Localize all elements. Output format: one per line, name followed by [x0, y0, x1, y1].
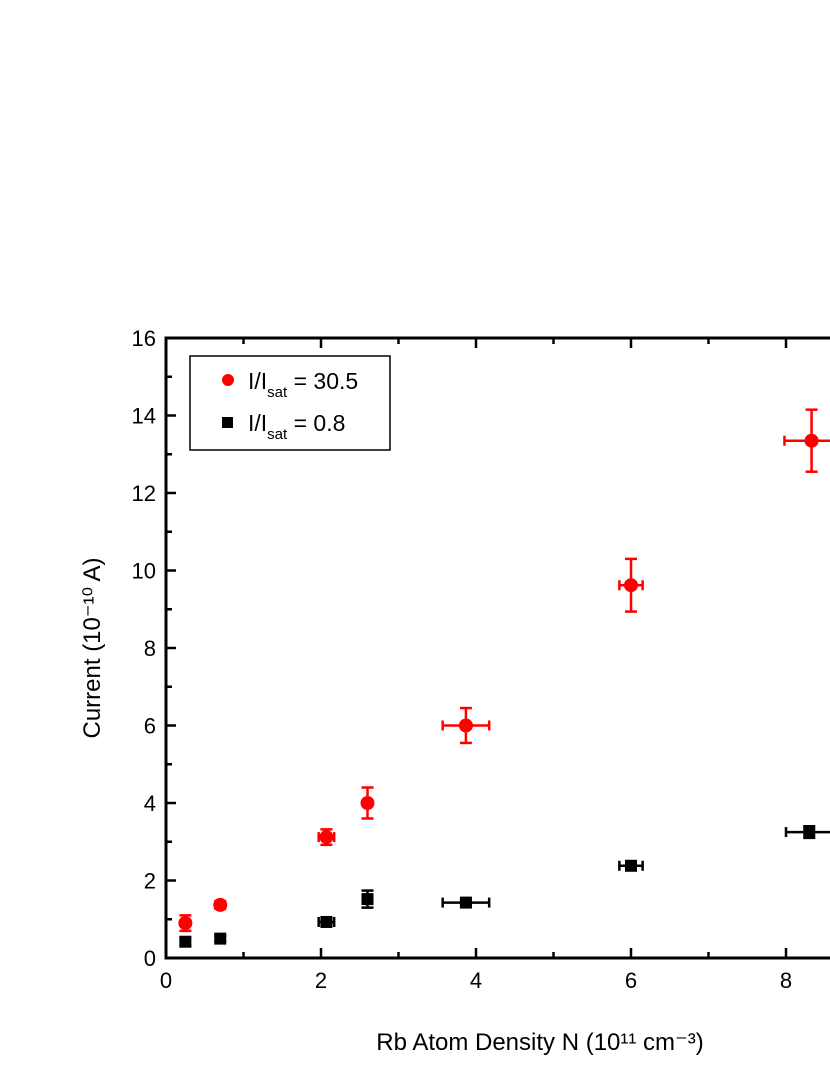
y-axis-label: Current (10⁻¹⁰ A) [79, 557, 106, 738]
data-marks [178, 408, 830, 948]
legend-label-series-2: I/Isat = 0.8 [248, 410, 345, 443]
y-tick-label: 6 [144, 714, 156, 739]
data-point [213, 897, 228, 912]
axes: 0 2 4 6 8 0 2 4 6 8 10 12 14 16 [132, 326, 830, 993]
y-tick-label: 16 [132, 326, 156, 351]
y-tick-label: 12 [132, 481, 156, 506]
legend-label-series-1: I/Isat = 30.5 [248, 368, 358, 401]
legend-marker-series-2 [222, 417, 233, 428]
y-tick-label: 4 [144, 791, 156, 816]
data-point [459, 896, 472, 909]
data-point [319, 830, 334, 845]
data-point [320, 915, 333, 928]
y-tick-label: 14 [132, 404, 156, 429]
data-point [214, 932, 227, 945]
legend: I/Isat = 30.5 I/Isat = 0.8 [189, 355, 391, 451]
x-tick-label: 4 [470, 968, 482, 993]
data-point [178, 916, 193, 931]
legend-marker-series-1 [222, 374, 234, 386]
data-point [624, 578, 638, 593]
y-tick-label: 0 [144, 946, 156, 971]
data-point [458, 718, 473, 733]
x-tick-label: 2 [315, 968, 327, 993]
data-point [804, 433, 819, 448]
series-2 [179, 825, 830, 948]
data-point [179, 935, 192, 948]
y-tick-label: 10 [132, 559, 156, 584]
x-tick-label: 6 [625, 968, 637, 993]
x-axis-label: Rb Atom Density N (10¹¹ cm⁻³) [376, 1029, 703, 1056]
data-point [625, 859, 637, 872]
y-tick-label: 8 [144, 636, 156, 661]
series-1 [178, 408, 830, 933]
data-point [361, 893, 374, 906]
x-tick-label: 0 [160, 968, 172, 993]
data-point [803, 826, 816, 839]
x-tick-label: 8 [780, 968, 792, 993]
data-point [360, 796, 375, 810]
y-tick-label: 2 [144, 869, 156, 894]
legend-box [189, 355, 391, 451]
